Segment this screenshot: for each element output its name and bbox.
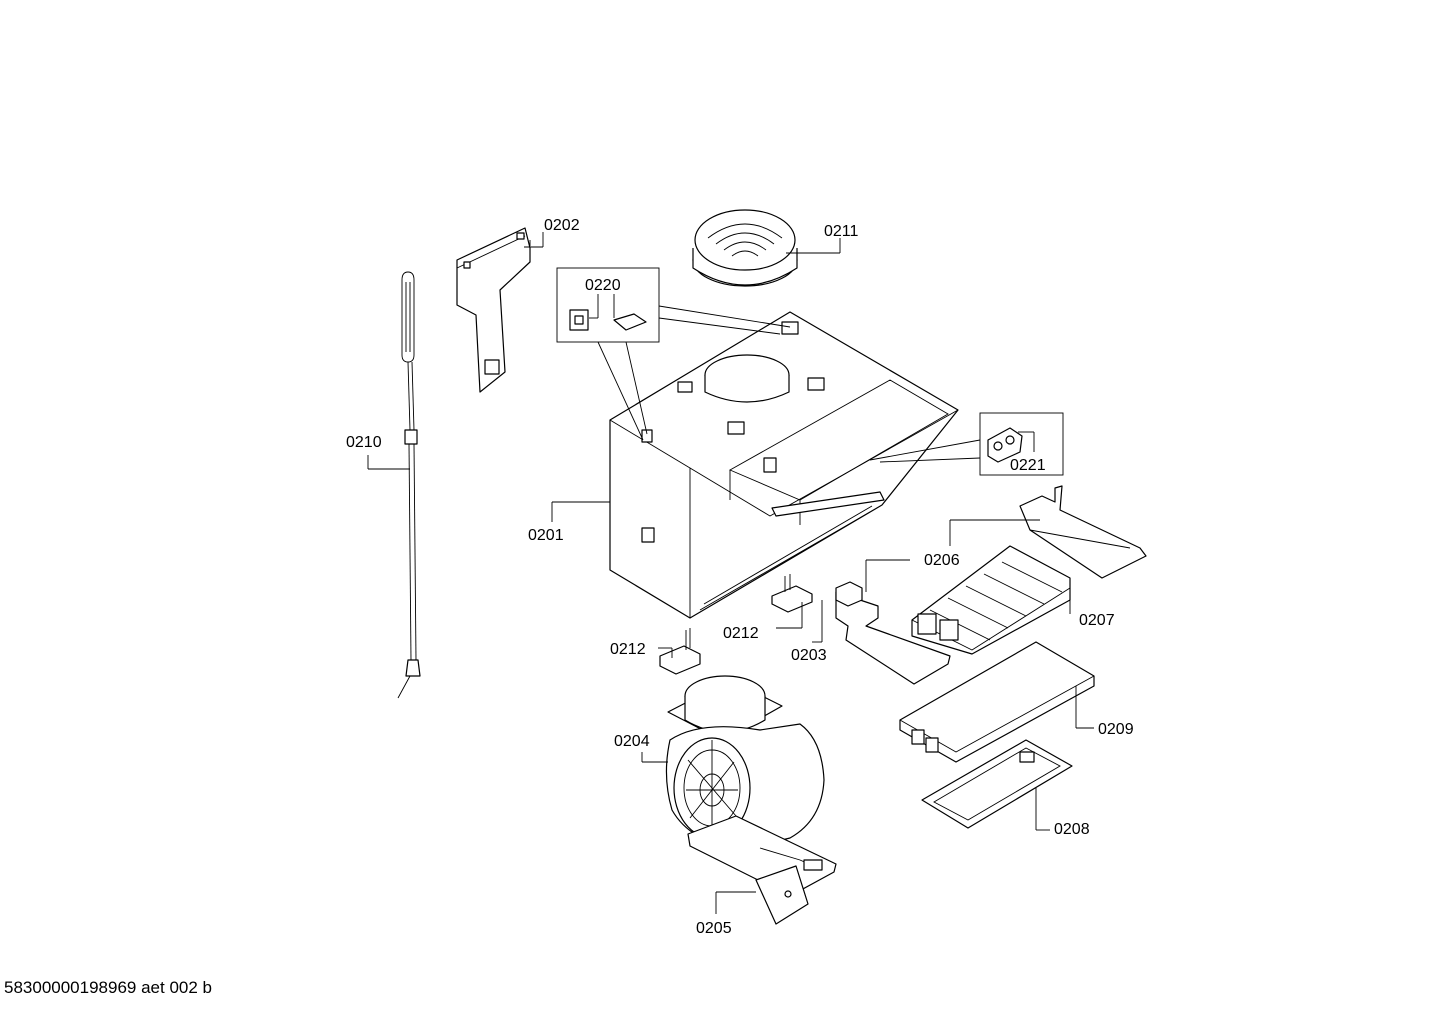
callout-0209: 0209 bbox=[1098, 721, 1134, 738]
callout-0212-upper: 0212 bbox=[723, 625, 759, 642]
callout-0220: 0220 bbox=[585, 277, 621, 294]
leader-lines bbox=[367, 232, 1094, 914]
callout-0207: 0207 bbox=[1079, 612, 1115, 629]
part-0211-spigot[interactable] bbox=[692, 209, 798, 287]
callout-0211: 0211 bbox=[824, 223, 859, 240]
part-0207-carbon-filter[interactable] bbox=[911, 545, 1071, 655]
part-0205-motor-plate[interactable] bbox=[755, 865, 809, 925]
callout-labels: 0202 0211 0220 0210 0221 0201 0206 0207 … bbox=[346, 217, 1134, 937]
callout-0206: 0206 bbox=[924, 552, 960, 569]
part-0202-bracket[interactable] bbox=[456, 227, 531, 393]
callout-0221: 0221 bbox=[1010, 457, 1046, 474]
part-0220-detail-inset[interactable] bbox=[556, 267, 660, 343]
callout-0205: 0205 bbox=[696, 920, 732, 937]
document-id: 58300000198969 aet 002 b bbox=[4, 978, 212, 997]
part-0209-grease-filter[interactable] bbox=[899, 641, 1095, 763]
callout-0210: 0210 bbox=[346, 434, 382, 451]
callout-0208: 0208 bbox=[1054, 821, 1090, 838]
callout-0201: 0201 bbox=[528, 527, 564, 544]
part-0212-connector-upper[interactable] bbox=[771, 574, 813, 613]
callout-0203: 0203 bbox=[791, 647, 827, 664]
part-0210-cable[interactable] bbox=[397, 271, 421, 699]
callout-0204: 0204 bbox=[614, 733, 650, 750]
part-0204-fan-motor[interactable] bbox=[665, 675, 837, 897]
part-0221-detail-inset[interactable] bbox=[979, 412, 1064, 476]
callout-0202: 0202 bbox=[544, 217, 580, 234]
part-0208-filter-frame[interactable] bbox=[921, 739, 1073, 829]
callout-0212-lower: 0212 bbox=[610, 641, 646, 658]
part-0206-filter-frame[interactable] bbox=[1019, 485, 1147, 579]
part-0203-mounting-bracket[interactable] bbox=[835, 581, 951, 685]
part-0201-hood-body[interactable] bbox=[609, 311, 959, 619]
part-0212-connector-lower[interactable] bbox=[659, 628, 701, 675]
